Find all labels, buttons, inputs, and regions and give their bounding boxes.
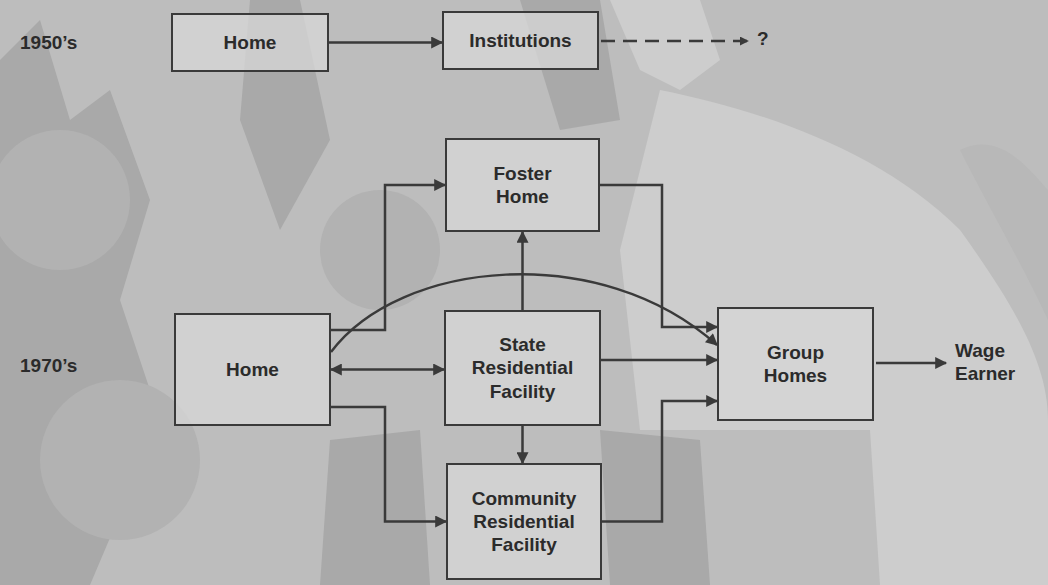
flow-arrow: [329, 41, 442, 44]
institution-box: Institutions: [442, 11, 599, 70]
dashed-arrow: [601, 40, 748, 43]
question-mark: ?: [757, 27, 769, 50]
flow-arrow: [331, 185, 445, 330]
facility-box: Community Residential Facility: [446, 463, 602, 580]
foliage: [0, 130, 440, 540]
flow-arrow: [331, 407, 446, 522]
man-sleeve: [960, 145, 1048, 320]
flow-arrow: [521, 426, 524, 463]
output-arrow: [876, 362, 946, 365]
flow-arrow: [521, 232, 524, 310]
box-label: Community Residential Facility: [459, 487, 589, 557]
decade-label: 1970’s: [20, 354, 77, 377]
box-label: State Residential Facility: [458, 333, 588, 403]
flow-arrow: [602, 401, 717, 522]
flow-arrow: [601, 359, 717, 362]
box-label: Group Homes: [746, 341, 846, 387]
flow-arrow: [331, 368, 444, 371]
home-box: Home: [171, 13, 329, 72]
box-label: Home: [224, 31, 277, 54]
facility-box: State Residential Facility: [444, 310, 601, 426]
home-box: Home: [174, 313, 331, 426]
box-label: Home: [226, 358, 279, 381]
man-figure: [610, 0, 1048, 585]
box-label: Foster Home: [473, 162, 573, 208]
outcome-label: Wage Earner: [955, 339, 1041, 385]
foster-home-box: Foster Home: [445, 138, 600, 232]
group-homes-box: Group Homes: [717, 307, 874, 421]
box-label: Institutions: [469, 29, 571, 52]
trees: [0, 0, 710, 585]
decade-label: 1950’s: [20, 31, 77, 54]
